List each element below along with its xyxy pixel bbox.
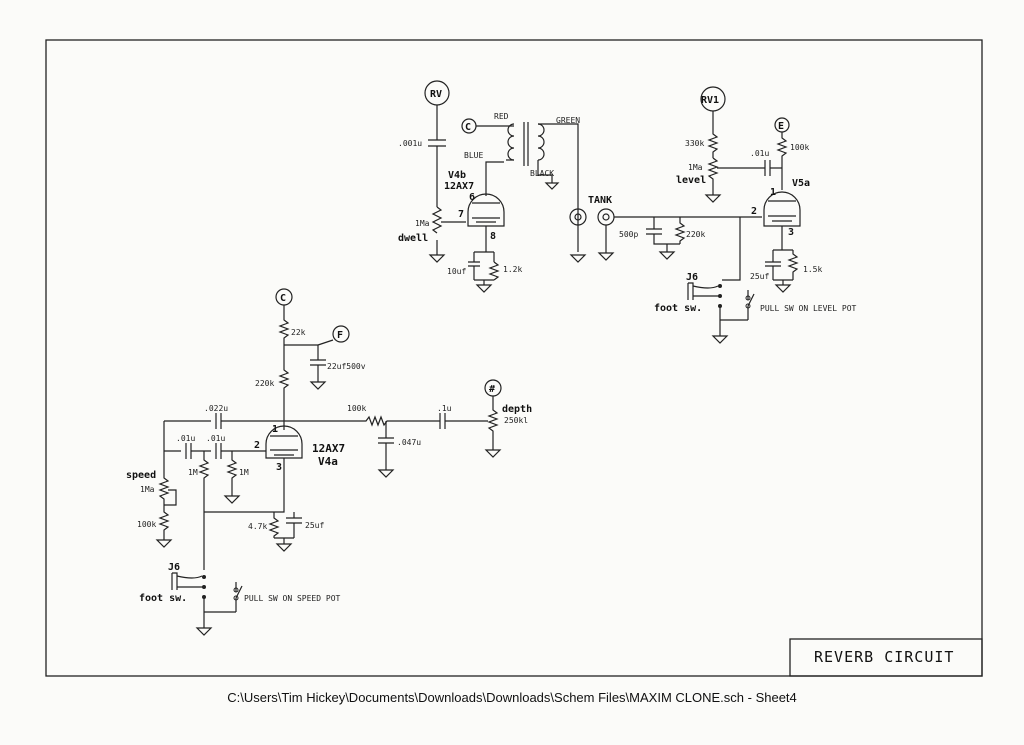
v4b-pin8: 8 xyxy=(490,231,496,242)
dwell-pot-value: 1Ma xyxy=(415,219,430,228)
tube-v4a xyxy=(265,425,303,459)
cap-001u-label: .001u xyxy=(398,139,422,148)
depth-label: depth xyxy=(502,404,532,415)
node-f xyxy=(332,325,350,343)
cap-25uf-label: 25uf xyxy=(750,272,769,281)
v5a-pin1: 1 xyxy=(770,187,776,198)
title-text: REVERB CIRCUIT xyxy=(814,648,954,666)
v4b-pin6: 6 xyxy=(469,192,475,203)
pull-sw-speed-label: PULL SW ON SPEED POT xyxy=(244,594,341,603)
cap-01u-label: .01u xyxy=(750,149,769,158)
node-c1-label: C xyxy=(465,122,471,133)
node-c2-label: C xyxy=(280,293,286,304)
v5a-name: V5a xyxy=(792,178,810,189)
v4a-type: 12AX7 xyxy=(312,442,345,455)
v4a-pin3: 3 xyxy=(276,462,282,473)
v4a-pin1: 1 xyxy=(272,424,278,435)
node-e-label: E xyxy=(778,121,784,132)
cap-1u-label: .1u xyxy=(437,404,452,413)
res-22k-label: 22k xyxy=(291,328,306,337)
res-330k-label: 330k xyxy=(685,139,704,148)
res-220k-trem-label: 220k xyxy=(255,379,274,388)
jack-j6 xyxy=(687,282,694,300)
res-100k-label: 100k xyxy=(790,143,809,152)
tank-label: TANK xyxy=(588,195,612,206)
level-pot-value: 1Ma xyxy=(688,163,703,172)
depth-pot-value: 250kl xyxy=(504,416,528,425)
ground-symbol xyxy=(428,254,446,263)
wire-black-label: BLACK xyxy=(530,169,554,178)
jack-j6-trem-label: J6 xyxy=(168,562,180,573)
file-path-footer: C:\Users\Tim Hickey\Documents\Downloads\… xyxy=(227,690,797,705)
speed-label: speed xyxy=(126,470,156,481)
res-12k-label: 1.2k xyxy=(503,265,522,274)
wire-green-label: GREEN xyxy=(556,116,580,125)
foot-sw-label-right: foot sw. xyxy=(654,303,702,314)
sheet-border xyxy=(45,39,983,677)
recovery-section: TANK 500p 220k RV1 330k 1Ma level .01u E… xyxy=(588,86,857,344)
foot-sw-label-left: foot sw. xyxy=(139,593,187,604)
dwell-pot xyxy=(431,206,443,234)
cap-22uf-label: 22uf500v xyxy=(327,362,366,371)
tube-v5a xyxy=(763,191,801,227)
pull-sw-level-label: PULL SW ON LEVEL POT xyxy=(760,304,857,313)
driver-section: RV .001u 1Ma dwell 7 6 8 V4b 12AX7 10uf … xyxy=(398,80,522,293)
cap-01u-a-label: .01u xyxy=(176,434,195,443)
tube-v4b xyxy=(467,193,505,227)
v4b-type: 12AX7 xyxy=(444,181,474,192)
jack-out xyxy=(569,208,587,226)
speed-pot-value: 1Ma xyxy=(140,485,155,494)
node-f-label: F xyxy=(337,330,343,341)
v5a-pin3: 3 xyxy=(788,227,794,238)
cap-25uf-trem-label: 25uf xyxy=(305,521,324,530)
v4a-name: V4a xyxy=(318,455,338,468)
level-label: level xyxy=(676,175,706,186)
node-rv-label: RV xyxy=(430,89,442,100)
wire-red-label: RED xyxy=(494,112,509,121)
jack-j6-trem xyxy=(171,572,178,590)
cap-047u-label: .047u xyxy=(397,438,421,447)
wire-blue-label: BLUE xyxy=(464,151,483,160)
res-47k-label: 4.7k xyxy=(248,522,267,531)
tremolo-section: C 22k F 22uf500v 220k .022u 100k .1u .04… xyxy=(126,288,532,636)
dwell-label: dwell xyxy=(398,233,428,244)
res-1m-b-label: 1M xyxy=(239,468,249,477)
title-block: REVERB CIRCUIT xyxy=(789,638,983,677)
v4a-pin2: 2 xyxy=(254,440,260,451)
res-220k-label: 220k xyxy=(686,230,705,239)
jack-j6-label: J6 xyxy=(686,272,698,283)
node-rv1-label: RV1 xyxy=(701,95,719,106)
jack-tank xyxy=(597,208,615,226)
res-1m-a-label: 1M xyxy=(188,468,198,477)
cap-01u-b-label: .01u xyxy=(206,434,225,443)
v5a-pin2: 2 xyxy=(751,206,757,217)
res-15k-label: 1.5k xyxy=(803,265,822,274)
node-hash-label: # xyxy=(489,384,495,395)
cap-022u-label: .022u xyxy=(204,404,228,413)
reverb-transformer: C RED BLUE GREEN BLACK xyxy=(461,112,587,263)
res-100k-trem-label: 100k xyxy=(347,404,366,413)
cap-500p-label: 500p xyxy=(619,230,638,239)
v4b-name: V4b xyxy=(448,170,466,181)
res-100k-speed-label: 100k xyxy=(137,520,156,529)
v4b-pin7: 7 xyxy=(458,209,464,220)
cap-10uf-label: 10uf xyxy=(447,267,466,276)
